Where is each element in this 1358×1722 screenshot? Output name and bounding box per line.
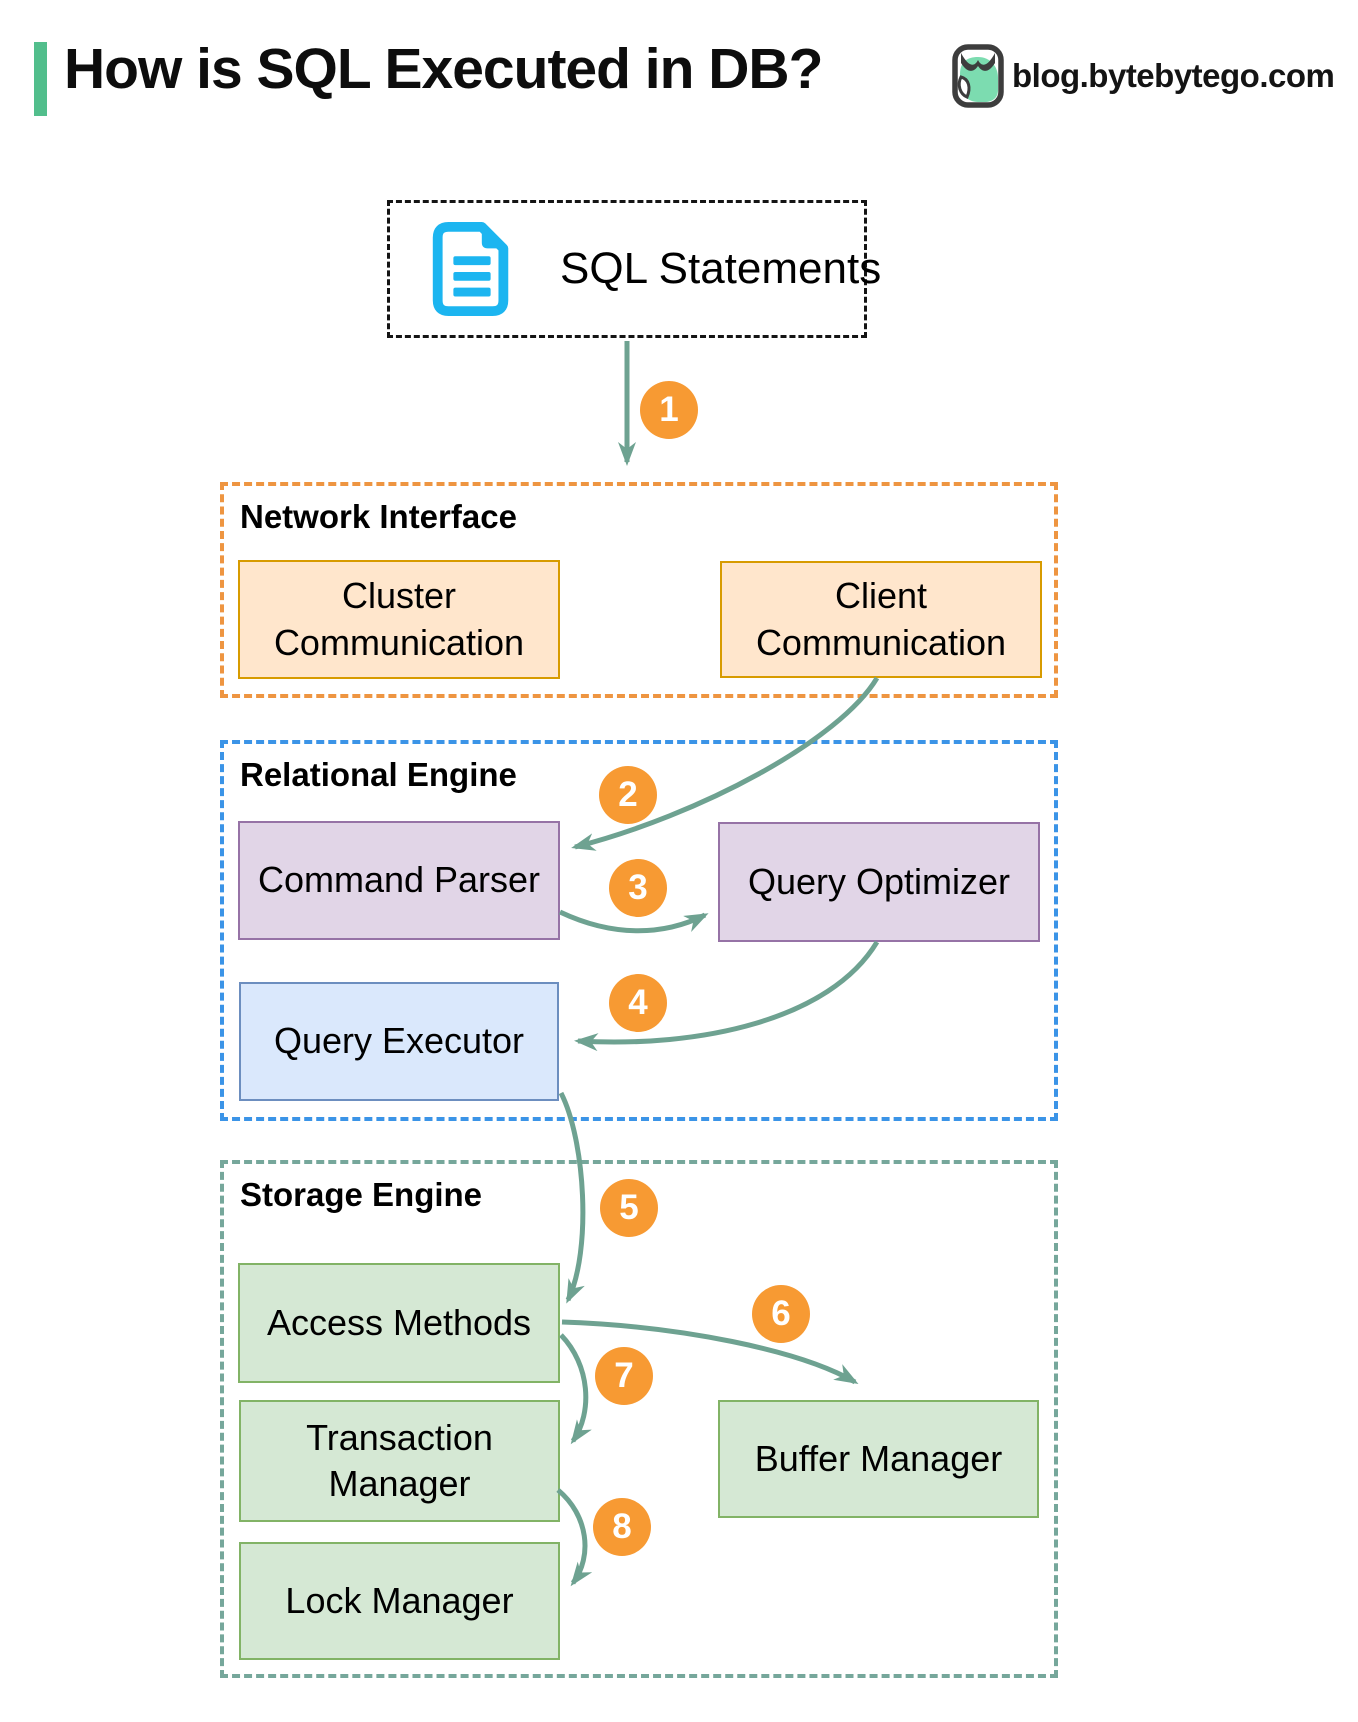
step-badge-8: 8 — [593, 1498, 651, 1556]
node-buffer-manager: Buffer Manager — [718, 1400, 1039, 1518]
section-network-interface: Network Interface Cluster Communication … — [220, 482, 1058, 698]
document-icon — [432, 221, 509, 317]
page-title: How is SQL Executed in DB? — [64, 37, 823, 101]
section-label-relational-engine: Relational Engine — [240, 756, 517, 793]
step-badge-6: 6 — [752, 1285, 810, 1343]
site-url-label: blog.bytebytego.com — [1012, 57, 1335, 94]
bytebytego-logo — [952, 44, 1004, 108]
node-query-optimizer: Query Optimizer — [718, 822, 1040, 942]
step-badge-2: 2 — [599, 766, 657, 824]
sql-statements-label: SQL Statements — [560, 244, 882, 293]
node-access-methods: Access Methods — [238, 1263, 560, 1383]
node-query-executor: Query Executor — [239, 982, 559, 1101]
step-badge-5: 5 — [600, 1179, 658, 1237]
section-label-storage-engine: Storage Engine — [240, 1176, 483, 1213]
node-cluster-communication: Cluster Communication — [238, 560, 560, 679]
step-badge-3: 3 — [609, 859, 667, 917]
sql-statements-box: SQL Statements — [387, 200, 881, 338]
node-transaction-manager: Transaction Manager — [239, 1400, 560, 1522]
title-accent-bar — [34, 42, 47, 116]
step-badge-4: 4 — [609, 974, 667, 1032]
node-lock-manager: Lock Manager — [239, 1542, 560, 1660]
section-storage-engine: Storage Engine Access Methods Transactio… — [220, 1160, 1058, 1678]
brand: blog.bytebytego.com — [952, 44, 1335, 108]
step-badge-1: 1 — [640, 381, 698, 439]
node-command-parser: Command Parser — [238, 821, 560, 940]
section-relational-engine: Relational Engine Command Parser Query O… — [220, 740, 1058, 1121]
node-client-communication: Client Communication — [720, 561, 1042, 678]
section-label-network-interface: Network Interface — [240, 498, 517, 535]
step-badge-7: 7 — [595, 1347, 653, 1405]
